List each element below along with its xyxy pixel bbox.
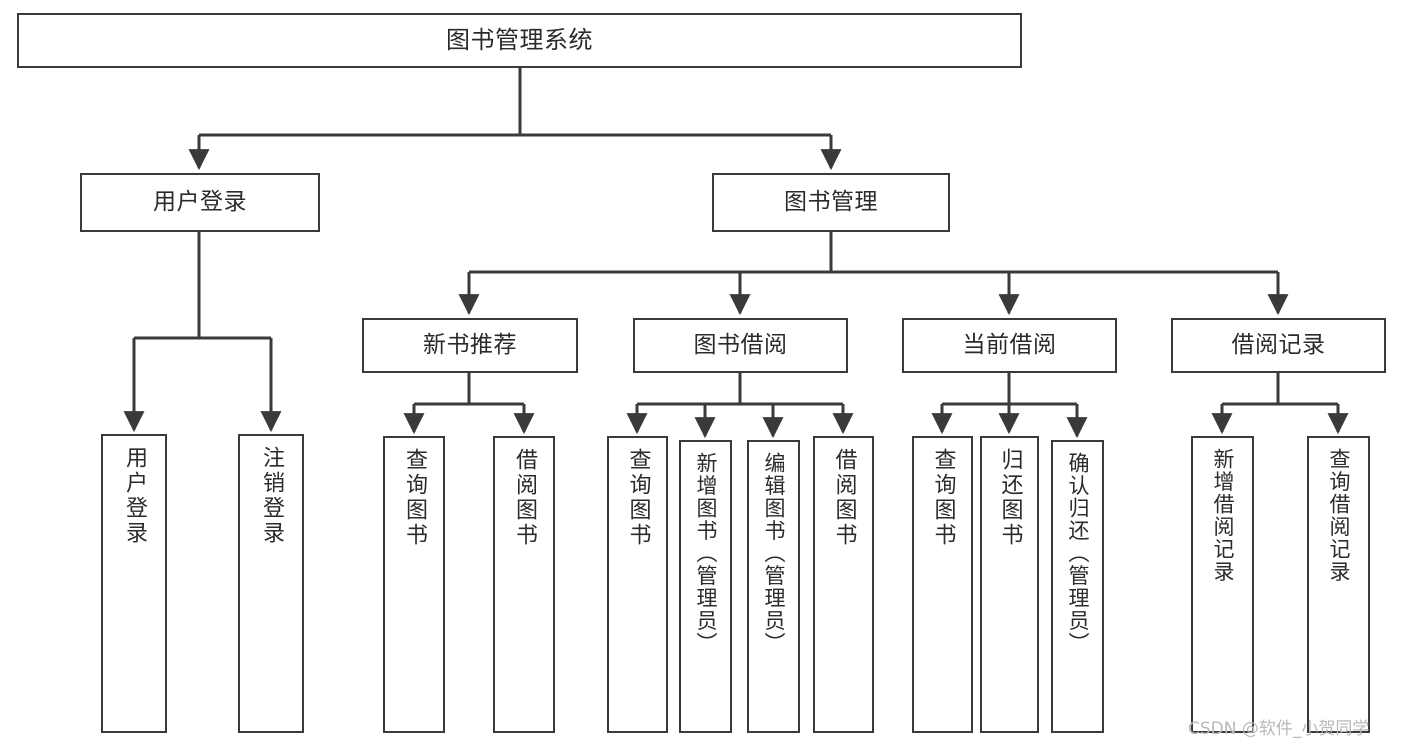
node-label: 新增借阅记录 — [1211, 448, 1235, 583]
leaf-current-borrow-query[interactable]: 查询图书 — [912, 436, 973, 733]
node-label: 查询图书 — [930, 448, 956, 548]
node-label: 编辑图书（管理员） — [762, 452, 786, 655]
leaf-current-borrow-confirm[interactable]: 确认归还（管理员） — [1051, 440, 1104, 733]
leaf-book-borrow-borrow[interactable]: 借阅图书 — [813, 436, 874, 733]
node-label: 查询借阅记录 — [1327, 448, 1351, 583]
node-label: 用户登录 — [153, 188, 247, 215]
node-book-borrow[interactable]: 图书借阅 — [633, 318, 848, 373]
node-new-book-recommend[interactable]: 新书推荐 — [362, 318, 578, 373]
leaf-book-borrow-add[interactable]: 新增图书（管理员） — [679, 440, 732, 733]
node-label: 新书推荐 — [423, 331, 517, 358]
node-label: 用户登录 — [122, 446, 147, 546]
node-label: 借阅图书 — [831, 448, 857, 548]
node-user-login[interactable]: 用户登录 — [80, 173, 320, 232]
node-label: 查询图书 — [402, 448, 427, 548]
node-label: 归还图书 — [997, 448, 1023, 548]
node-label: 确认归还（管理员） — [1066, 452, 1090, 655]
leaf-borrow-record-query[interactable]: 查询借阅记录 — [1307, 436, 1370, 733]
leaf-new-book-borrow[interactable]: 借阅图书 — [493, 436, 555, 733]
csdn-watermark: CSDN @软件_小贺同学 — [1188, 719, 1370, 739]
leaf-book-borrow-edit[interactable]: 编辑图书（管理员） — [747, 440, 800, 733]
node-label: 借阅图书 — [512, 448, 537, 548]
leaf-user-login-logout[interactable]: 注销登录 — [238, 434, 304, 733]
node-root-system[interactable]: 图书管理系统 — [17, 13, 1022, 68]
node-label: 查询图书 — [625, 448, 651, 548]
node-label: 图书借阅 — [693, 331, 788, 358]
leaf-current-borrow-return[interactable]: 归还图书 — [980, 436, 1039, 733]
node-label: 当前借阅 — [962, 331, 1057, 358]
node-borrow-record[interactable]: 借阅记录 — [1171, 318, 1386, 373]
node-label: 图书管理系统 — [446, 26, 593, 55]
node-label: 新增图书（管理员） — [694, 452, 718, 655]
node-current-borrow[interactable]: 当前借阅 — [902, 318, 1117, 373]
leaf-book-borrow-query[interactable]: 查询图书 — [607, 436, 668, 733]
leaf-user-login-login[interactable]: 用户登录 — [101, 434, 167, 733]
node-label: 借阅记录 — [1231, 331, 1326, 358]
node-label: 图书管理 — [784, 188, 878, 215]
node-label: 注销登录 — [259, 446, 284, 546]
node-book-management[interactable]: 图书管理 — [712, 173, 950, 232]
leaf-new-book-query[interactable]: 查询图书 — [383, 436, 445, 733]
leaf-borrow-record-add[interactable]: 新增借阅记录 — [1191, 436, 1254, 733]
